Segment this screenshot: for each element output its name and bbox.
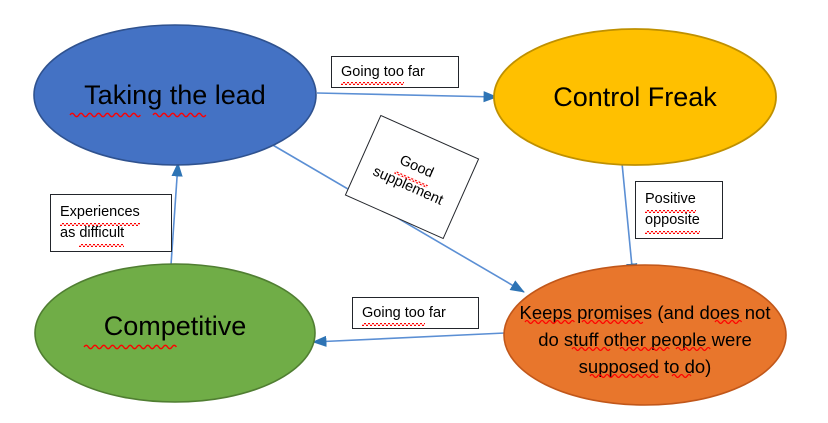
spellcheck-squiggle-taking-the-lead [69, 112, 207, 118]
node-label-keeps-promises-line2: do stuff other people were [538, 329, 752, 350]
misspelled-text: Experiences [60, 202, 140, 226]
spellcheck-squiggle-competitive [83, 344, 177, 350]
edge-layer [170, 91, 638, 347]
misspelled-text: Going too [341, 62, 404, 85]
misspelled-text: difficult [79, 223, 124, 247]
ellipse-keeps-promises[interactable] [503, 264, 787, 406]
edge-label-line: Going too far [353, 303, 478, 326]
edge-label-experiences-as-difficult[interactable]: Experiences as difficult [50, 194, 172, 252]
edge-label-line-1: Positive [636, 189, 722, 213]
edge-control-to-keeps [621, 162, 638, 278]
node-competitive[interactable]: Competitive [34, 263, 316, 403]
node-label-competitive: Competitive [104, 311, 247, 341]
edge-competitive-to-lead [170, 162, 183, 266]
node-label-taking-the-lead: Taking the lead [84, 80, 266, 110]
ellipse-taking-the-lead[interactable] [33, 24, 317, 166]
edge-label-positive-opposite[interactable]: Positive opposite [635, 181, 723, 239]
edge-label-line-2: opposite [636, 210, 722, 234]
node-label-keeps-promises-line3: supposed to do) [579, 356, 712, 377]
node-label-control-freak: Control Freak [553, 82, 717, 112]
edge-label-going-too-far-bottom[interactable]: Going too far [352, 297, 479, 329]
node-label-keeps-promises-line1: Keeps promises (and does not [520, 302, 771, 323]
edge-label-line-2: as difficult [51, 223, 171, 247]
edge-lead-to-control [316, 91, 498, 103]
edge-keeps-to-competitive [312, 332, 506, 347]
ellipse-competitive[interactable] [34, 263, 316, 403]
edge-label-line-1: Experiences [51, 202, 171, 226]
node-control-freak[interactable]: Control Freak [493, 28, 777, 166]
edge-label-going-too-far-top[interactable]: Going too far [331, 56, 459, 88]
edge-label-line: Going too far [332, 62, 458, 85]
spellcheck-squiggle-keeps-promises [524, 319, 743, 379]
misspelled-text: opposite [645, 210, 700, 234]
ellipse-control-freak[interactable] [493, 28, 777, 166]
misspelled-text: Positive [645, 189, 696, 213]
node-taking-the-lead[interactable]: Taking the lead [33, 24, 317, 166]
misspelled-text: Going too [362, 303, 425, 326]
node-keeps-promises[interactable]: Keeps promises (and does not do stuff ot… [503, 264, 787, 406]
